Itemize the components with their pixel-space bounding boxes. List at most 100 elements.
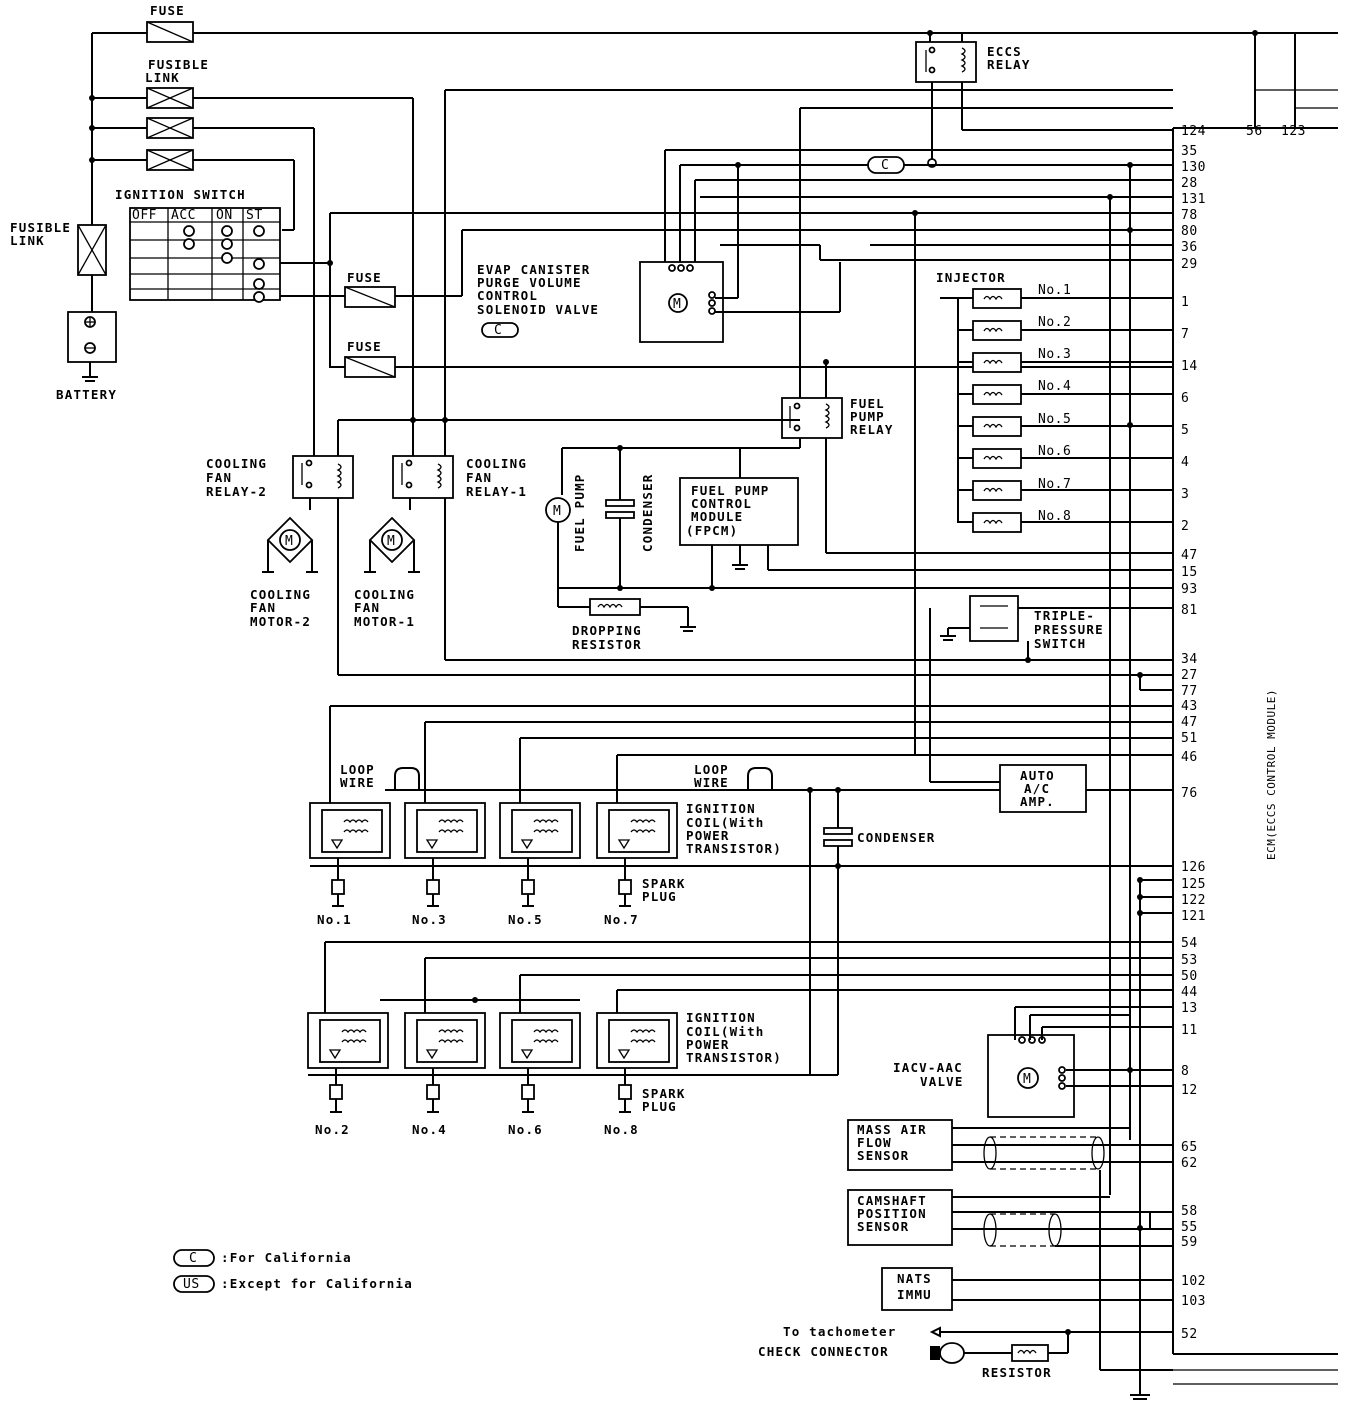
plug-no1: No.1 bbox=[317, 912, 352, 927]
ignition-coil-4 bbox=[404, 1012, 486, 1113]
cooling-fan-relay-2: COOLING FAN RELAY-2 bbox=[206, 419, 1173, 676]
svg-text:No.2: No.2 bbox=[1038, 315, 1071, 330]
svg-text:C: C bbox=[494, 323, 502, 338]
evap-canister-valve: EVAP CANISTER PURGE VOLUME CONTROL SOLEN… bbox=[329, 149, 1173, 368]
ecm-pin-103: 103 bbox=[1181, 1294, 1206, 1309]
svg-text:COOLING: COOLING bbox=[206, 456, 267, 471]
ecm-pin-43: 43 bbox=[1181, 699, 1198, 714]
svg-text:CAMSHAFT: CAMSHAFT bbox=[857, 1193, 927, 1208]
ecm-pin-11: 11 bbox=[1181, 1023, 1198, 1038]
svg-text:AUTO: AUTO bbox=[1020, 768, 1055, 783]
ecm-pin-131: 131 bbox=[1181, 192, 1206, 207]
ignition-wires-top bbox=[329, 705, 1173, 1075]
fuse-top: FUSE bbox=[146, 3, 194, 43]
ecm-pin-126: 126 bbox=[1181, 860, 1206, 875]
ecm-pin-27: 27 bbox=[1181, 668, 1198, 683]
cooling-fan-relay-1: COOLING FAN RELAY-1 bbox=[392, 417, 527, 510]
ignition-coil-2 bbox=[307, 1012, 389, 1113]
svg-text:No.3: No.3 bbox=[1038, 347, 1071, 362]
svg-text:CONTROL: CONTROL bbox=[691, 496, 752, 511]
ecm-pin-2: 2 bbox=[1181, 519, 1189, 534]
svg-text:RELAY: RELAY bbox=[987, 57, 1031, 72]
battery-label: BATTERY bbox=[56, 387, 117, 402]
svg-text:No.4: No.4 bbox=[1038, 379, 1071, 394]
svg-text:IMMU: IMMU bbox=[897, 1287, 932, 1302]
svg-text:VALVE: VALVE bbox=[920, 1074, 964, 1089]
ecm-pin-52: 52 bbox=[1181, 1327, 1198, 1342]
ecm-pin-47: 47 bbox=[1181, 548, 1198, 563]
ecm-pin-80: 80 bbox=[1181, 224, 1198, 239]
svg-text:M: M bbox=[553, 504, 561, 519]
svg-text:INJECTOR: INJECTOR bbox=[936, 270, 1006, 285]
svg-text:WIRE: WIRE bbox=[694, 775, 729, 790]
svg-text:FUEL PUMP: FUEL PUMP bbox=[691, 483, 770, 498]
svg-text:SENSOR: SENSOR bbox=[857, 1219, 909, 1234]
svg-text:RELAY-2: RELAY-2 bbox=[206, 484, 267, 499]
ignition-coil-7 bbox=[596, 802, 678, 907]
nats-immu: NATS IMMU bbox=[881, 1267, 1173, 1311]
svg-text:IGNITION SWITCH: IGNITION SWITCH bbox=[115, 187, 246, 202]
svg-text:LINK: LINK bbox=[10, 233, 45, 248]
ignition-switch: IGNITION SWITCH OFF ACC ON ST bbox=[115, 187, 345, 303]
svg-text:TRIPLE-: TRIPLE- bbox=[1034, 608, 1095, 623]
svg-text:FLOW: FLOW bbox=[857, 1135, 892, 1150]
ecm-pin-62: 62 bbox=[1181, 1156, 1198, 1171]
ecm-pin-34: 34 bbox=[1181, 652, 1198, 667]
svg-text:TRANSISTOR): TRANSISTOR) bbox=[686, 841, 782, 856]
svg-text:IACV-AAC: IACV-AAC bbox=[893, 1060, 963, 1075]
ecm-pin-29: 29 bbox=[1181, 257, 1198, 272]
svg-text:LINK: LINK bbox=[145, 70, 180, 85]
tachometer-check-connector: To tachometer CHECK CONNECTOR RESISTOR bbox=[758, 1324, 1173, 1380]
svg-text:AMP.: AMP. bbox=[1020, 794, 1055, 809]
ecm-pin-125: 125 bbox=[1181, 877, 1206, 892]
svg-text:RELAY-1: RELAY-1 bbox=[466, 484, 527, 499]
svg-text:IGNITION: IGNITION bbox=[686, 801, 756, 816]
pin-top-124: 124 bbox=[1181, 124, 1206, 139]
svg-text:No.6: No.6 bbox=[1038, 444, 1071, 459]
svg-text:CONTROL: CONTROL bbox=[477, 288, 538, 303]
ignition-coils-top: CONDENSER IGNITION COIL(With POWER TRANS… bbox=[309, 790, 1173, 1075]
ecm-pin-44: 44 bbox=[1181, 985, 1198, 1000]
triple-pressure-switch: TRIPLE- PRESSURE SWITCH bbox=[940, 595, 1173, 663]
svg-text:FUSE: FUSE bbox=[347, 270, 382, 285]
battery: BATTERY bbox=[56, 311, 117, 402]
ecm-module: ECM(ECCS CONTROL MODULE) bbox=[1172, 89, 1338, 1385]
svg-text:COOLING: COOLING bbox=[354, 587, 415, 602]
plug-no5: No.5 bbox=[508, 912, 543, 927]
injector-4: No.4 bbox=[958, 379, 1173, 405]
legend-c-text: :For California bbox=[221, 1250, 352, 1265]
injector-7: No.7 bbox=[958, 477, 1173, 501]
fusible-link-top: FUSIBLE LINK bbox=[145, 57, 208, 171]
ecm-pin-5: 5 bbox=[1181, 423, 1189, 438]
condenser-label: CONDENSER bbox=[857, 830, 936, 845]
svg-text:POSITION: POSITION bbox=[857, 1206, 927, 1221]
svg-text:A/C: A/C bbox=[1024, 781, 1050, 796]
svg-text:SPARK: SPARK bbox=[642, 1086, 686, 1101]
svg-text:(FPCM): (FPCM) bbox=[686, 523, 738, 538]
svg-text:OFF: OFF bbox=[132, 208, 157, 223]
legend: C :For California US :Except for Califor… bbox=[173, 1249, 412, 1293]
injector-5: No.5 bbox=[958, 412, 1173, 437]
ecm-pin-65: 65 bbox=[1181, 1140, 1198, 1155]
svg-text:M: M bbox=[285, 534, 293, 549]
loop-wire-2 bbox=[747, 767, 773, 790]
injector-8: No.8 bbox=[958, 509, 1173, 533]
svg-text:FAN: FAN bbox=[354, 600, 380, 615]
svg-text:RESISTOR: RESISTOR bbox=[572, 637, 642, 652]
svg-text:RESISTOR: RESISTOR bbox=[982, 1365, 1052, 1380]
fpcm: FUEL PUMP CONTROL MODULE (FPCM) bbox=[679, 477, 1173, 571]
ecm-pin-8: 8 bbox=[1181, 1064, 1189, 1079]
iacv-aac-valve: M IACV-AAC VALVE bbox=[893, 1006, 1173, 1118]
fuel-pump: M FUEL PUMP CONDENSER DROPPING RESISTOR bbox=[545, 445, 1173, 652]
ecm-pin-3: 3 bbox=[1181, 487, 1189, 502]
svg-text:COOLING: COOLING bbox=[250, 587, 311, 602]
plug-no4: No.4 bbox=[412, 1122, 447, 1137]
plug-no8: No.8 bbox=[604, 1122, 639, 1137]
loop-27-77 bbox=[1137, 672, 1173, 691]
ecm-pin-1: 1 bbox=[1181, 295, 1189, 310]
svg-text:MASS AIR: MASS AIR bbox=[857, 1122, 927, 1137]
ecm-pin-59: 59 bbox=[1181, 1235, 1198, 1250]
svg-text:FAN: FAN bbox=[206, 470, 232, 485]
svg-text:FAN: FAN bbox=[466, 470, 492, 485]
ignition-coil-5 bbox=[499, 802, 581, 907]
